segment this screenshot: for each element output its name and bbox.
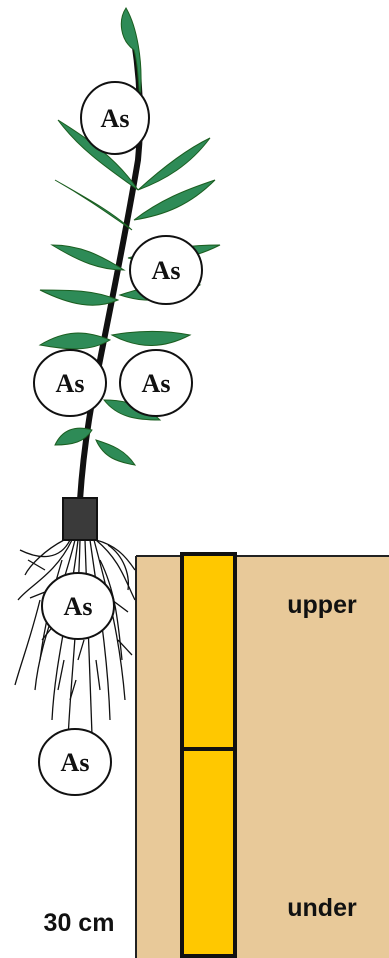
as-bubble-root-upper: As	[42, 573, 114, 639]
svg-text:As: As	[61, 748, 90, 777]
as-bubble-leaf-left: As	[34, 350, 106, 416]
as-bubble-root-lower: As	[39, 729, 111, 795]
svg-text:As: As	[64, 592, 93, 621]
svg-text:As: As	[101, 104, 130, 133]
as-bubble-leaf-right: As	[120, 350, 192, 416]
svg-text:As: As	[152, 256, 181, 285]
label-upper: upper	[287, 591, 357, 619]
svg-text:As: As	[56, 369, 85, 398]
label-under: under	[287, 894, 357, 922]
svg-text:As: As	[142, 369, 171, 398]
soil-column-under	[182, 749, 235, 956]
as-bubble-leaf-mid: As	[130, 236, 202, 304]
roots	[15, 540, 135, 740]
label-depth: 30 cm	[44, 909, 115, 937]
as-bubble-leaf-top: As	[81, 82, 149, 154]
soil-column-upper	[182, 554, 235, 749]
plant-pot	[63, 498, 97, 540]
